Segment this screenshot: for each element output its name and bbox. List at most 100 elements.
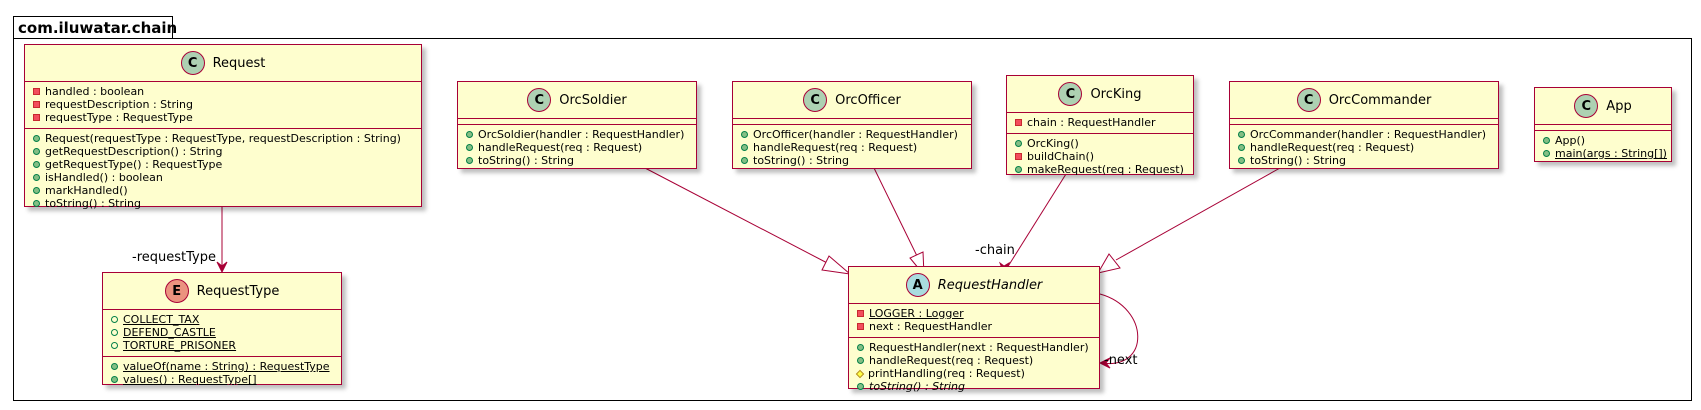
method-text: main(args : String[]) [1555, 147, 1667, 160]
method-text: makeRequest(req : Request) [1027, 163, 1184, 176]
field-row: LOGGER : Logger [857, 307, 1091, 320]
method-text: OrcCommander(handler : RequestHandler) [1250, 128, 1487, 141]
class-header: C OrcOfficer [733, 82, 971, 118]
public-visibility-icon [111, 329, 118, 336]
method-text: toString() : String [45, 197, 141, 210]
role-label-chain: -chain [975, 243, 1015, 258]
class-name: OrcKing [1090, 86, 1142, 102]
methods-section: OrcSoldier(handler : RequestHandler) han… [458, 124, 696, 171]
public-visibility-icon [1015, 140, 1022, 147]
fields-section [458, 118, 696, 124]
fields-section: handled : boolean requestDescription : S… [25, 81, 421, 128]
class-name: RequestType [196, 283, 280, 299]
public-visibility-icon [857, 383, 864, 390]
field-text: requestType : RequestType [45, 111, 193, 124]
method-row: main(args : String[]) [1543, 147, 1667, 160]
private-visibility-icon [33, 101, 40, 108]
method-row: App() [1543, 134, 1663, 147]
method-row: printHandling(req : Request) [855, 367, 1091, 380]
method-row: OrcSoldier(handler : RequestHandler) [466, 128, 688, 141]
association-self-next-head [1098, 357, 1111, 369]
public-visibility-icon [33, 148, 40, 155]
public-visibility-icon [1238, 157, 1245, 164]
public-visibility-icon [33, 161, 40, 168]
public-visibility-icon [466, 144, 473, 151]
field-text: chain : RequestHandler [1027, 116, 1156, 129]
method-row: buildChain() [1015, 150, 1185, 163]
methods-section: App() main(args : String[]) [1535, 130, 1671, 164]
private-visibility-icon [1015, 153, 1022, 160]
public-visibility-icon [466, 131, 473, 138]
method-row: handleRequest(req : Request) [466, 141, 688, 154]
private-visibility-icon [33, 114, 40, 121]
field-row: DEFEND_CASTLE [111, 326, 333, 339]
class-header: C OrcKing [1007, 76, 1193, 112]
method-text: toString() : String [1250, 154, 1346, 167]
methods-section: OrcOfficer(handler : RequestHandler) han… [733, 124, 971, 171]
method-text: handleRequest(req : Request) [753, 141, 918, 154]
inheritance-orccommander-head [1096, 253, 1121, 274]
class-header: C Request [25, 45, 421, 81]
method-row: toString() : String [1238, 154, 1490, 167]
public-visibility-icon [741, 144, 748, 151]
class-name: Request [212, 55, 266, 71]
method-text: printHandling(req : Request) [868, 367, 1025, 380]
field-row: TORTURE_PRISONER [111, 339, 333, 352]
class-header: C App [1535, 88, 1671, 124]
class-app: C App App() main(args : String[]) [1534, 87, 1672, 162]
public-visibility-icon [1543, 150, 1550, 157]
method-text: toString() : String [478, 154, 574, 167]
method-text: handleRequest(req : Request) [1250, 141, 1415, 154]
method-row: isHandled() : boolean [33, 171, 413, 184]
class-header: C OrcCommander [1230, 82, 1498, 118]
class-header: A RequestHandler [849, 267, 1099, 303]
association-self-next [1099, 293, 1139, 364]
public-visibility-icon [857, 344, 864, 351]
field-text: LOGGER : Logger [869, 307, 964, 320]
method-text: values() : RequestType[] [123, 373, 257, 386]
field-row: chain : RequestHandler [1015, 116, 1185, 129]
class-name: App [1606, 98, 1632, 114]
field-text: requestDescription : String [45, 98, 193, 111]
method-row: OrcOfficer(handler : RequestHandler) [741, 128, 963, 141]
class-badge-icon: C [1058, 82, 1083, 106]
abstract-badge-icon: A [905, 273, 930, 297]
public-visibility-icon [1543, 137, 1550, 144]
field-row: requestDescription : String [33, 98, 413, 111]
field-row: next : RequestHandler [857, 320, 1091, 333]
fields-section: chain : RequestHandler [1007, 112, 1193, 133]
public-visibility-icon [33, 174, 40, 181]
method-text: toString() : String [753, 154, 849, 167]
method-row: getRequestDescription() : String [33, 145, 413, 158]
method-text: handleRequest(req : Request) [478, 141, 643, 154]
package-tab: com.iluwatar.chain [13, 16, 177, 38]
method-text: handleRequest(req : Request) [869, 354, 1034, 367]
method-row: values() : RequestType[] [111, 373, 333, 386]
method-text: Request(requestType : RequestType, reque… [45, 132, 401, 145]
methods-section: valueOf(name : String) : RequestType val… [103, 356, 341, 390]
private-visibility-icon [857, 310, 864, 317]
public-visibility-icon [33, 187, 40, 194]
method-row: Request(requestType : RequestType, reque… [33, 132, 413, 145]
class-badge-icon: C [1296, 88, 1321, 112]
method-row: getRequestType() : RequestType [33, 158, 413, 171]
method-text: App() [1555, 134, 1586, 147]
method-text: valueOf(name : String) : RequestType [123, 360, 330, 373]
association-orcking-chain [1006, 173, 1067, 269]
class-name: OrcSoldier [559, 92, 627, 108]
method-text: markHandled() [45, 184, 128, 197]
method-row: toString() : String [741, 154, 963, 167]
method-text: OrcOfficer(handler : RequestHandler) [753, 128, 958, 141]
protected-visibility-icon [855, 369, 865, 378]
class-badge-icon: C [527, 88, 552, 112]
public-visibility-icon [111, 342, 118, 349]
method-text: RequestHandler(next : RequestHandler) [869, 341, 1089, 354]
methods-section: Request(requestType : RequestType, reque… [25, 128, 421, 214]
field-text: TORTURE_PRISONER [123, 339, 237, 352]
method-text: getRequestDescription() : String [45, 145, 223, 158]
field-text: next : RequestHandler [869, 320, 993, 333]
class-header: E RequestType [103, 273, 341, 309]
method-text: getRequestType() : RequestType [45, 158, 223, 171]
method-text: toString() : String [869, 380, 965, 393]
field-text: handled : boolean [45, 85, 145, 98]
